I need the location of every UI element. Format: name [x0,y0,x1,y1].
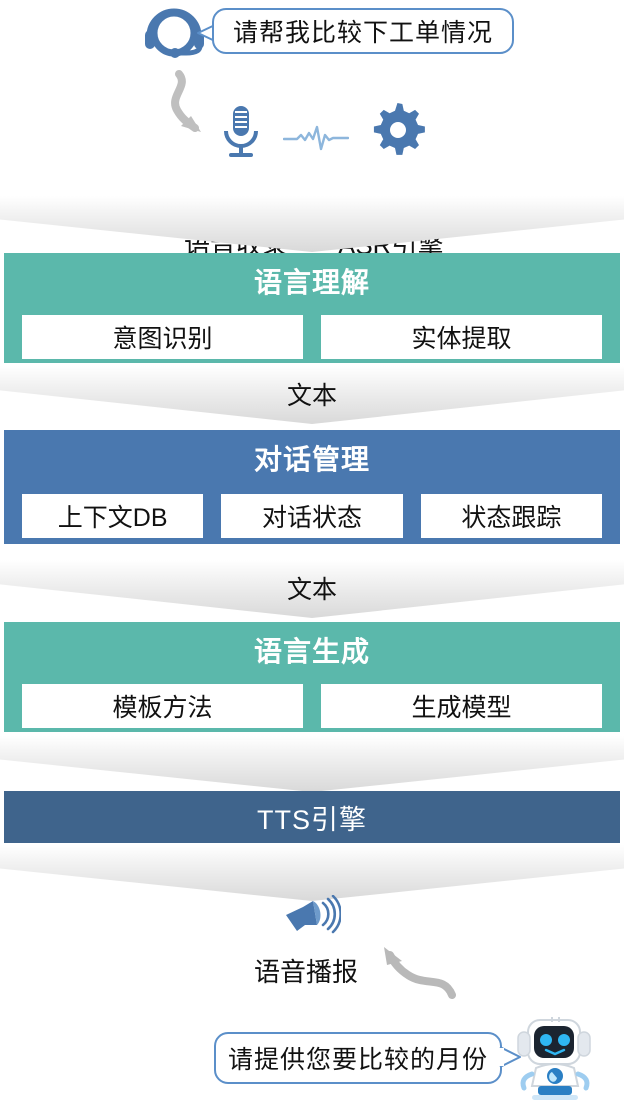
stage-block-language-understanding: 语言理解 意图识别 实体提取 [4,253,620,363]
tts-engine-label: TTS引擎 [257,804,367,835]
sub-box-state-tracking[interactable]: 状态跟踪 [420,494,602,538]
bubble-tail-icon [498,1044,524,1070]
stage-title: 对话管理 [253,444,370,475]
stage-subitems: 模板方法 生成模型 [4,684,620,728]
sub-box-intent-recognition[interactable]: 意图识别 [22,315,303,359]
robot-icon [512,1016,598,1100]
user-bubble-text: 请帮我比较下工单情况 [232,19,493,47]
voice-broadcast-label: 语音播报 [254,957,359,987]
bot-speech-bubble: 请提供您要比较的月份 [214,1032,502,1084]
stage-block-language-generation: 语言生成 模板方法 生成模型 [4,622,620,732]
connector-label-text-1: 文本 [286,382,337,410]
gear-icon [372,102,428,158]
connector-arrow-4 [0,736,624,792]
sub-box-dialog-state[interactable]: 对话状态 [221,494,403,538]
sub-box-template-method[interactable]: 模板方法 [22,684,303,728]
stage-title: 语言理解 [253,267,370,298]
connector-label-text-2: 文本 [286,576,337,604]
stage-subitems: 上下文DB 对话状态 状态跟踪 [4,494,620,538]
asr-row: 语音收录 ASR引擎 [0,70,624,260]
sub-box-generative-model[interactable]: 生成模型 [321,684,602,728]
stage-subitems: 意图识别 实体提取 [4,315,620,359]
microphone-icon [218,104,264,160]
headset-icon [140,6,216,60]
bot-bubble-text: 请提供您要比较的月份 [227,1046,488,1074]
connector-arrow-1 [0,196,624,252]
sub-box-context-db[interactable]: 上下文DB [22,494,204,538]
user-utterance-row: 请帮我比较下工单情况 [0,0,624,70]
stage-block-dialog-management: 对话管理 上下文DB 对话状态 状态跟踪 [4,430,620,544]
curved-arrow-icon [370,945,456,1007]
connector-arrow-5 [0,845,624,901]
sub-box-entity-extraction[interactable]: 实体提取 [321,315,602,359]
curved-arrow-icon [155,70,225,145]
megaphone-icon [283,894,342,939]
stage-title: 语言生成 [253,636,370,667]
user-speech-bubble: 请帮我比较下工单情况 [212,8,514,54]
tts-engine-band: TTS引擎 [4,791,620,843]
waveform-icon [282,125,350,153]
